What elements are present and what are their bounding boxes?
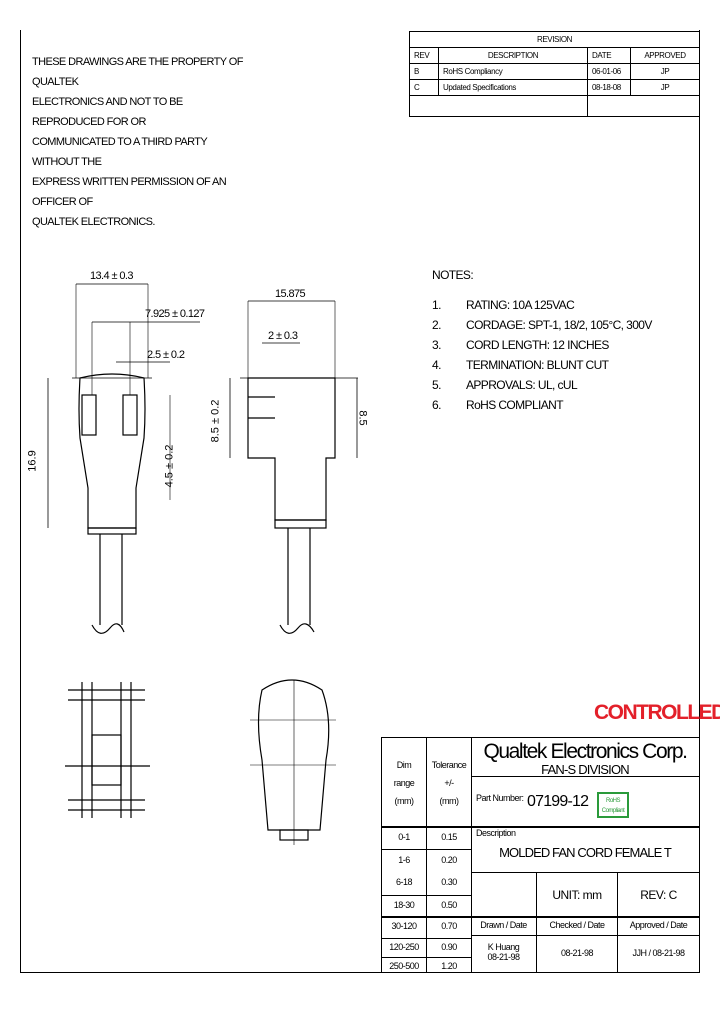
dim-range-cell: 0-1 [398,832,410,842]
note-item: 1. RATING: 10A 125VAC [432,298,652,318]
part-number-label: Part Number: [476,793,524,803]
note-item: 3. CORD LENGTH: 12 INCHES [432,338,652,358]
note-text: APPROVALS: UL, cUL [466,378,578,392]
side-view [229,300,358,634]
header-line: (mm) [394,796,415,806]
note-number: 3. [432,338,441,352]
note-item: 4. TERMINATION: BLUNT CUT [432,358,652,378]
header-line: Tolerance [431,760,467,770]
dim-width-total: 13.4 ± 0.3 [90,270,133,282]
checked-date: 08-21-98 [560,948,594,958]
dim-side-width: 15.875 [275,288,306,300]
header-line: Dim [396,760,412,770]
title-block: Dim range (mm) Tolerance +/- (mm) 0-1 0.… [381,737,700,973]
tolerance-cell: 0.15 [441,832,457,842]
drawn-name: K Huang [487,942,520,952]
note-text: CORD LENGTH: 12 INCHES [466,338,609,352]
drawn-label: Drawn / Date [480,920,527,930]
note-number: 4. [432,358,441,372]
header-line: (mm) [439,796,460,806]
notice-line: QUALTEK ELECTRONICS. [32,216,155,228]
tolerance-cell: 0.90 [441,942,457,952]
note-text: CORDAGE: SPT-1, 18/2, 105°C, 300V [466,318,652,332]
revision-level: REV: C [640,888,677,902]
notice-line: COMMUNICATED TO A THIRD PARTY WITHOUT TH… [32,136,208,168]
company-name: Qualtek Electronics Corp. [483,740,688,763]
tolerance-cell: 1.20 [441,961,457,971]
unit: UNIT: mm [552,888,602,902]
drawn-by: K Huang 08-21-98 [471,942,536,962]
dim-pin-length: 4.5 ± 0.2 [163,444,176,488]
note-item: 5. APPROVALS: UL, cUL [432,378,652,398]
note-item: 2. CORDAGE: SPT-1, 18/2, 105°C, 300V [432,318,652,338]
description-label: Description [476,828,516,838]
notice-line: THESE DRAWINGS ARE THE PROPERTY OF QUALT… [32,56,243,88]
note-number: 5. [432,378,441,392]
tolerance-cell: 0.50 [441,900,457,910]
bottom-view [65,682,150,818]
badge-line: RoHS [605,798,621,804]
note-item: 6. RoHS COMPLIANT [432,398,652,418]
dim-range-cell: 250-500 [389,961,419,971]
part-number: 07199-12 [527,793,589,810]
notice-line: ELECTRONICS AND NOT TO BE REPRODUCED FOR… [32,96,183,128]
dim-range-cell: 1-6 [398,855,410,865]
dim-pin-spacing: 7.925 ± 0.127 [145,308,205,320]
controlled-stamp: CONTROLLED [594,701,720,724]
dim-range-cell: 30-120 [391,921,417,931]
dim-side-height-right: 8.5 [356,410,369,426]
notes: NOTES: 1. RATING: 10A 125VAC 2. CORDAGE: S… [432,268,652,418]
dim-side-height-left: 8.5 ± 0.2 [209,399,222,443]
tolerance-header: Tolerance +/- (mm) [427,756,471,810]
header-line: range [393,778,415,788]
note-number: 1. [432,298,441,312]
approved-label: Approved / Date [629,920,688,930]
badge-line: Compliant [601,808,625,814]
approved-by: JJH / 08-21-98 [632,948,685,958]
notice-line: EXPRESS WRITTEN PERMISSION OF AN OFFICER… [32,176,227,208]
note-text: RATING: 10A 125VAC [466,298,575,312]
notes-title: NOTES: [432,268,474,282]
tolerance-cell: 0.20 [441,855,457,865]
revision-row-empty [409,95,700,117]
dim-range-cell: 6-18 [395,877,413,887]
note-number: 2. [432,318,441,332]
dim-range-cell: 120-250 [389,942,419,952]
division-name: FAN-S DIVISION [541,762,630,777]
drawn-date: 08-21-98 [487,952,520,962]
dim-height: 16.9 [26,450,39,472]
note-text: RoHS COMPLIANT [466,398,564,412]
revision-row: B RoHS Compliancy 06-01-06 JP [409,63,700,80]
part-description: MOLDED FAN CORD FEMALE T [499,845,672,860]
revision-table: REVISION REV DESCRIPTION DATE APPROVED B… [409,31,700,117]
top-view [250,679,336,845]
ownership-notice: THESE DRAWINGS ARE THE PROPERTY OF QUALT… [32,52,252,232]
checked-label: Checked / Date [549,920,605,930]
front-view [47,283,200,634]
dim-side-pin: 2 ± 0.3 [268,330,298,342]
drawing-frame [20,30,700,973]
dim-range-cell: 18-30 [393,900,415,910]
note-text: TERMINATION: BLUNT CUT [466,358,609,372]
tolerance-cell: 0.30 [441,877,457,887]
dim-pin-width: 2.5 ± 0.2 [147,349,185,361]
rohs-compliant-badge: RoHS Compliant [597,792,629,818]
tolerance-cell: 0.70 [441,921,457,931]
header-line: +/- [444,778,454,788]
note-number: 6. [432,398,441,412]
dim-range-header: Dim range (mm) [382,756,426,810]
